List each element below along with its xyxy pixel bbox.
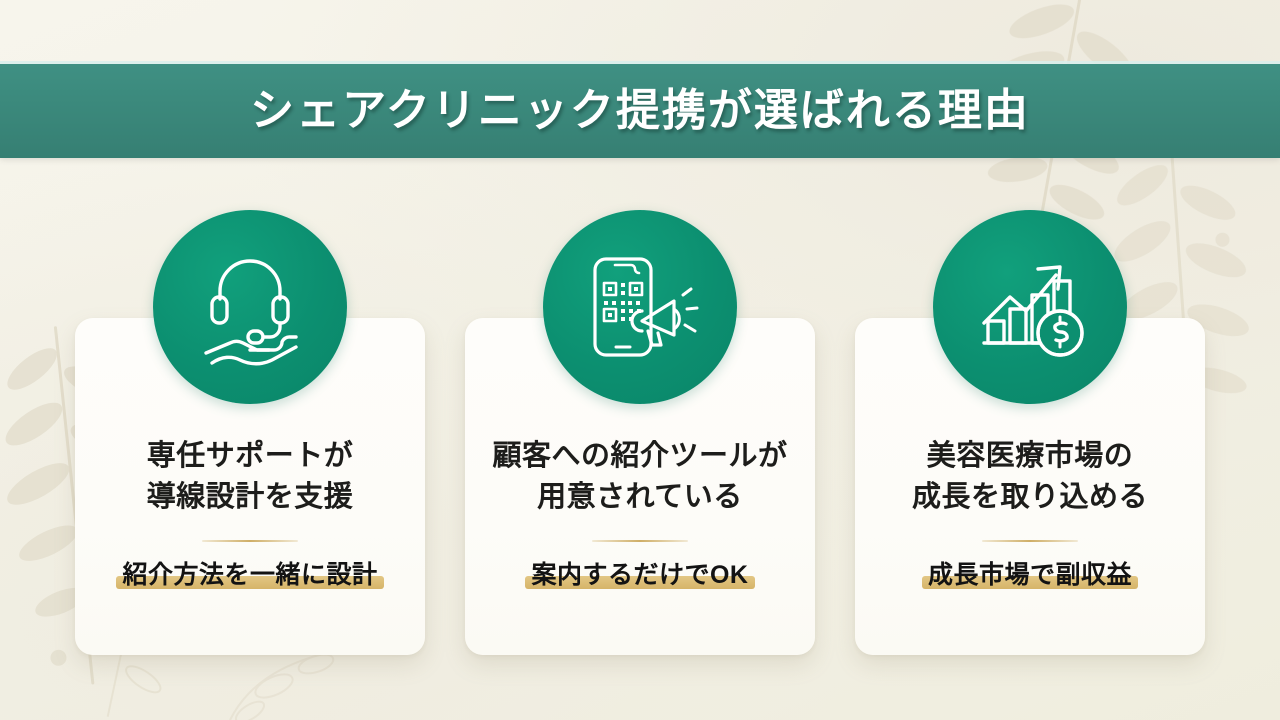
benefit-card-3-body: 美容医療市場の 成長を取り込める 成長市場で副収益	[855, 436, 1205, 590]
gold-divider	[592, 540, 688, 543]
gold-divider	[202, 540, 298, 543]
benefit-card-1-body: 専任サポートが 導線設計を支援 紹介方法を一緒に設計	[75, 436, 425, 590]
headset-support-hand-icon	[153, 210, 347, 404]
growth-chart-dollar-icon	[933, 210, 1127, 404]
benefit-card-3-heading: 美容医療市場の 成長を取り込める	[911, 440, 1148, 514]
benefit-card-3[interactable]: 美容医療市場の 成長を取り込める 成長市場で副収益	[855, 210, 1205, 655]
benefit-card-2-body: 顧客への紹介ツールが 用意されている 案内するだけでOK	[465, 436, 815, 590]
header-band: シェアクリニック提携が選ばれる理由	[0, 61, 1280, 158]
benefit-cards-row: 専任サポートが 導線設計を支援 紹介方法を一緒に設計	[0, 210, 1280, 655]
benefit-card-1-heading: 専任サポートが 導線設計を支援	[146, 440, 354, 514]
benefit-card-1[interactable]: 専任サポートが 導線設計を支援 紹介方法を一緒に設計	[75, 210, 425, 655]
benefit-card-2-highlight-text: 案内するだけでOK	[531, 561, 749, 590]
benefit-card-1-highlight-text: 紹介方法を一緒に設計	[122, 561, 378, 590]
gold-divider	[982, 540, 1078, 543]
benefit-card-3-highlight: 成長市場で副収益	[921, 560, 1139, 590]
benefit-card-1-highlight: 紹介方法を一緒に設計	[116, 560, 384, 590]
benefit-card-2-heading: 顧客への紹介ツールが 用意されている	[492, 440, 788, 514]
page-title: シェアクリニック提携が選ばれる理由	[250, 86, 1030, 135]
benefit-card-3-highlight-text: 成長市場で副収益	[927, 561, 1132, 590]
benefit-card-2[interactable]: 顧客への紹介ツールが 用意されている 案内するだけでOK	[465, 210, 815, 655]
smartphone-qr-megaphone-icon	[543, 210, 737, 404]
benefit-card-2-highlight: 案内するだけでOK	[525, 560, 755, 590]
